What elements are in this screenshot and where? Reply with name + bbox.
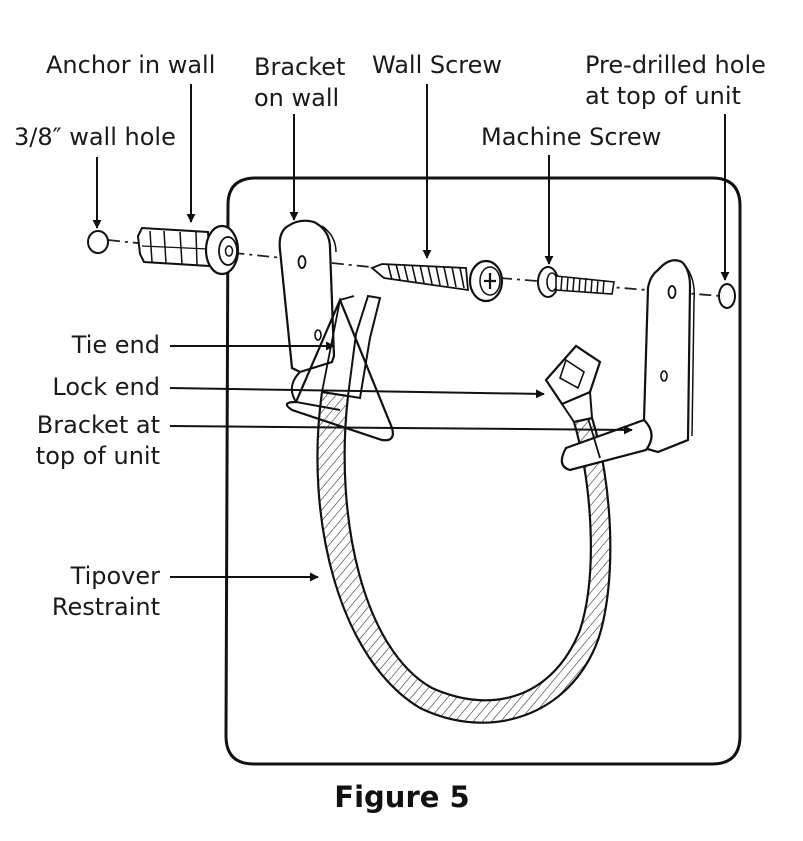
predrilled-hole-icon	[718, 283, 736, 309]
tipover-restraint-strap	[285, 294, 653, 724]
label-tie-end: Tie end	[71, 331, 160, 359]
label-tipover-restraint: Tipover Restraint	[51, 562, 160, 621]
figure-caption: Figure 5	[334, 780, 470, 814]
alignment-line-left	[107, 239, 381, 269]
label-wall-screw: Wall Screw	[372, 51, 503, 79]
wall-bracket-icon	[278, 219, 341, 411]
label-machine-screw: Machine Screw	[481, 123, 662, 151]
label-bracket-on-wall: Bracket on wall	[254, 53, 346, 112]
cabinet-frame	[224, 176, 742, 766]
label-bracket-top-of-unit: Bracket at top of unit	[35, 411, 160, 470]
machine-screw-icon	[537, 266, 615, 298]
label-wall-hole: 3/8″ wall hole	[14, 123, 176, 151]
leader-bracket-top-of-unit	[169, 425, 633, 435]
wall-hole-icon	[87, 230, 109, 254]
anchor-icon	[136, 224, 240, 276]
label-lock-end: Lock end	[52, 373, 160, 401]
label-predrilled-hole: Pre-drilled hole at top of unit	[585, 51, 766, 110]
label-anchor-in-wall: Anchor in wall	[46, 51, 216, 79]
wall-screw-icon	[370, 259, 504, 303]
leader-lock-end	[169, 387, 545, 399]
